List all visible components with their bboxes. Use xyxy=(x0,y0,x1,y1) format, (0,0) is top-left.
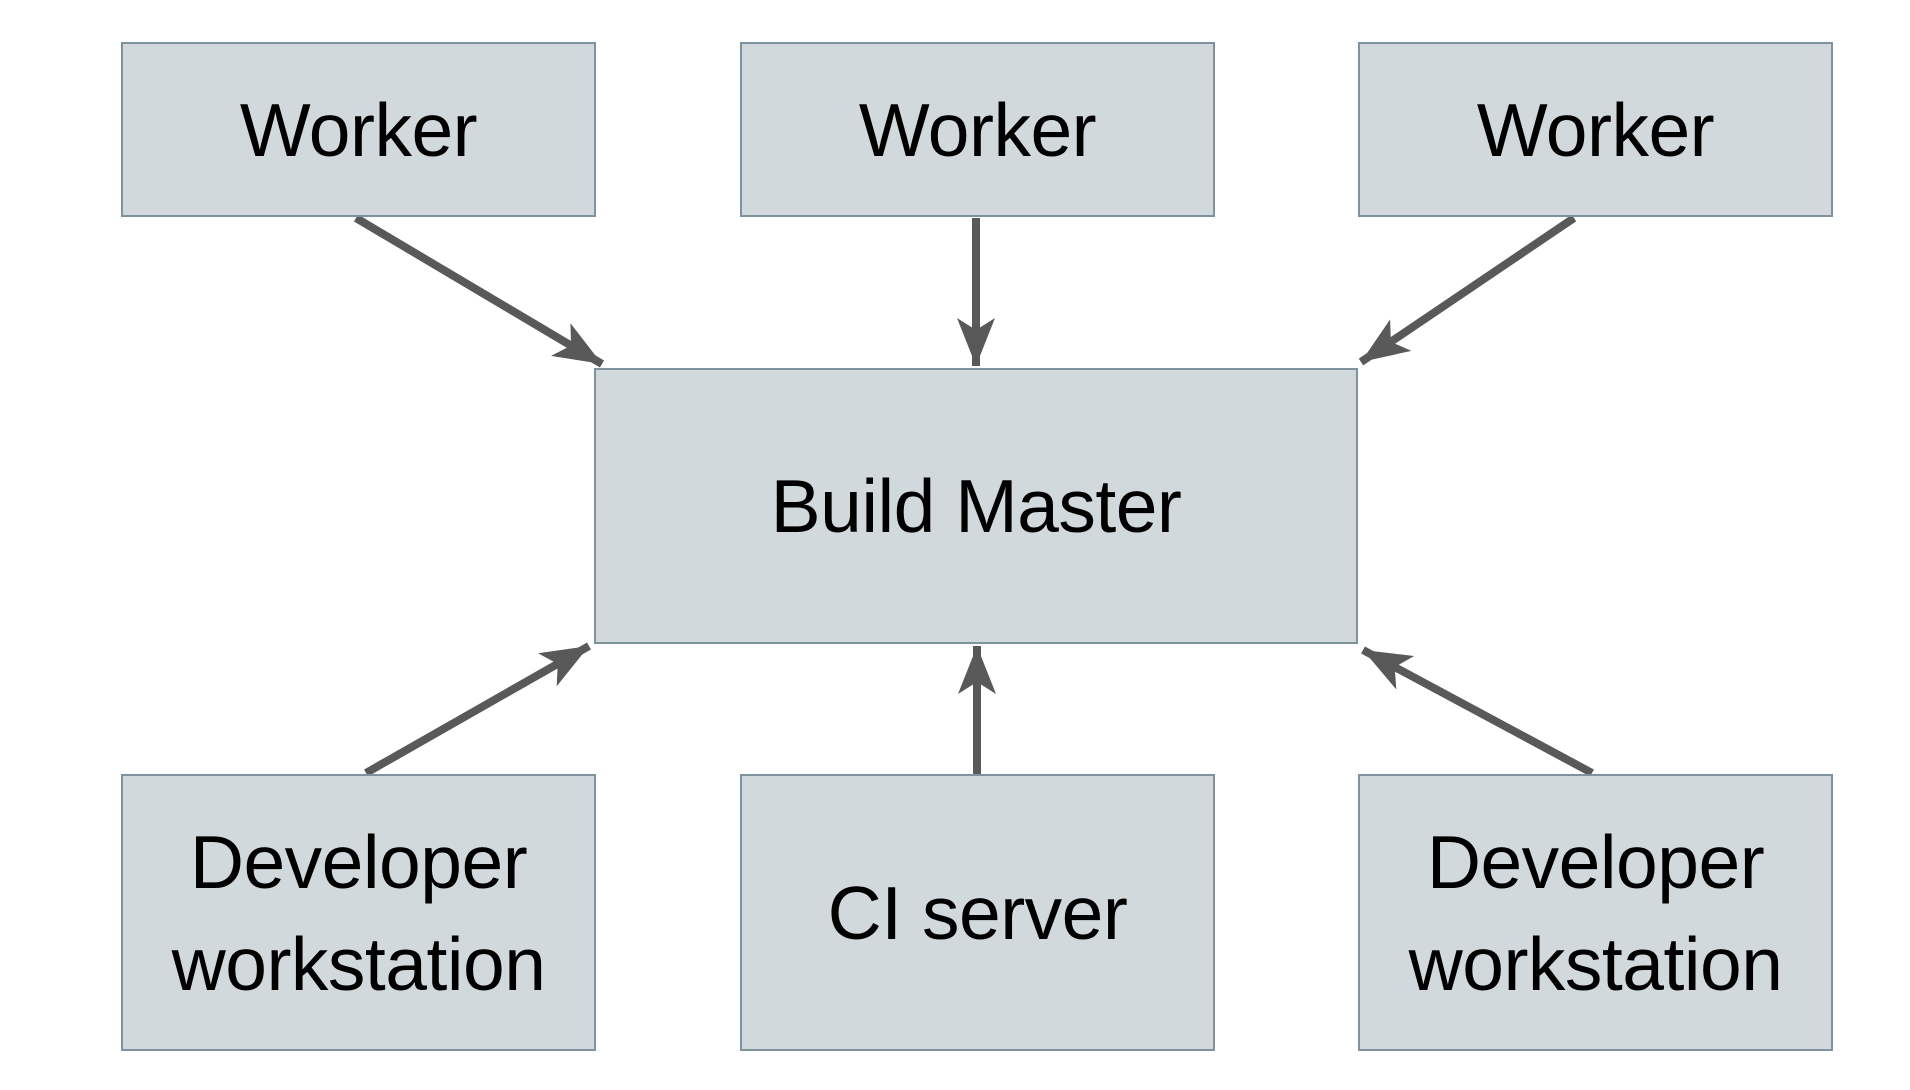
node-developer-workstation-left: Developer workstation xyxy=(121,774,596,1051)
node-build-master-label: Build Master xyxy=(770,464,1182,548)
node-developer-workstation-left-label: Developer workstation xyxy=(171,819,546,1006)
node-worker-1: Worker xyxy=(121,42,596,217)
node-developer-workstation-right: Developer workstation xyxy=(1358,774,1833,1051)
node-worker-1-label: Worker xyxy=(239,87,478,172)
node-developer-workstation-right-label: Developer workstation xyxy=(1408,819,1783,1006)
arrow-developer-workstation-left-to-build-master xyxy=(364,642,591,777)
node-worker-2-label: Worker xyxy=(858,87,1097,172)
arrow-developer-workstation-right-to-build-master xyxy=(1361,646,1594,777)
arrow-worker-3-to-build-master xyxy=(1358,214,1577,366)
node-ci-server: CI server xyxy=(740,774,1215,1051)
arrow-worker-1-to-build-master xyxy=(353,214,605,368)
node-worker-3: Worker xyxy=(1358,42,1833,217)
node-worker-3-label: Worker xyxy=(1476,87,1715,172)
node-worker-2: Worker xyxy=(740,42,1215,217)
node-build-master: Build Master xyxy=(594,368,1358,644)
node-ci-server-label: CI server xyxy=(827,870,1128,955)
